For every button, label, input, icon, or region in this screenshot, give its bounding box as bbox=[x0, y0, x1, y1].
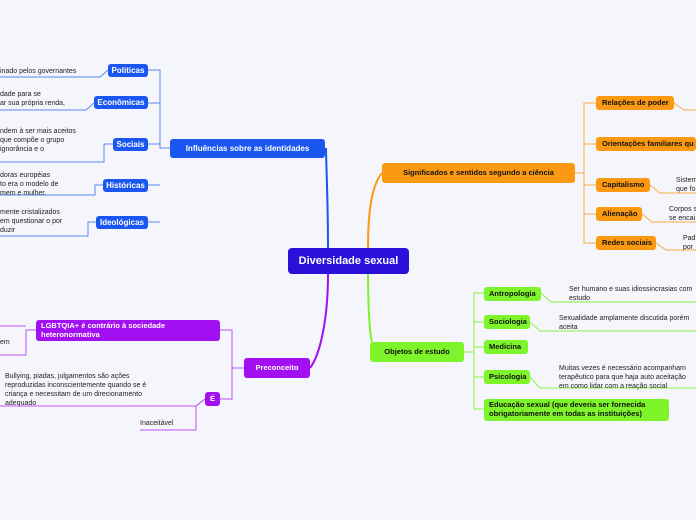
subtopic-alienacao[interactable]: Alienação bbox=[596, 207, 642, 221]
subtopic-lgbtqia[interactable]: LGBTQIA+ é contrário à sociedade heteron… bbox=[36, 320, 220, 341]
note-inaceitavel: Inaceitável bbox=[140, 420, 174, 427]
note-ideologicas: mente cristalizados em questionar o por … bbox=[0, 209, 63, 235]
subtopic-politicas[interactable]: Políticas bbox=[108, 64, 148, 77]
note-bullying: Bullying, piadas, julgamentos são ações … bbox=[5, 373, 147, 408]
subtopic-antropologia[interactable]: Antropologia bbox=[484, 287, 541, 301]
note-alienacao: Corpos s se encai bbox=[669, 206, 696, 223]
note-historicas: doras européias to era o modelo de mem e… bbox=[0, 172, 59, 198]
subtopic-orientacoes-familiares[interactable]: Orientações familiares qu bbox=[596, 137, 696, 151]
note-psicologia: Muitas vezes é necessário acompanham ter… bbox=[559, 365, 686, 391]
subtopic-e[interactable]: É bbox=[205, 392, 220, 406]
note-politicas: inado pelos governantes bbox=[0, 68, 77, 75]
note-sociologia: Sexualidade amplamente discutida porém a… bbox=[559, 315, 690, 332]
subtopic-economicas[interactable]: Econômicas bbox=[94, 96, 148, 109]
subtopic-medicina[interactable]: Medicina bbox=[484, 340, 528, 354]
subtopic-psicologia[interactable]: Psicologia bbox=[484, 370, 530, 384]
subtopic-sociologia[interactable]: Sociologia bbox=[484, 315, 530, 329]
subtopic-educacao-sexual[interactable]: Educação sexual (que deveria ser forneci… bbox=[484, 399, 669, 421]
topic-influencias[interactable]: Influências sobre as identidades bbox=[170, 139, 325, 158]
note-economicas: dade para se ar sua própria renda, bbox=[0, 91, 65, 108]
note-lgbtqia: em bbox=[0, 339, 10, 346]
subtopic-historicas[interactable]: Históricas bbox=[103, 179, 148, 192]
subtopic-redes-sociais[interactable]: Redes sociais bbox=[596, 236, 656, 250]
note-capitalismo: Sistem que fo bbox=[676, 177, 696, 194]
subtopic-ideologicas[interactable]: Ideológicas bbox=[96, 216, 148, 229]
subtopic-sociais[interactable]: Sociais bbox=[113, 138, 148, 151]
note-redes-sociais: Padr por bbox=[683, 235, 696, 252]
topic-significados[interactable]: Significados e sentidos segundo a ciênci… bbox=[382, 163, 575, 183]
note-sociais: ndem à ser mais aceitos que compõe o gru… bbox=[0, 128, 76, 154]
subtopic-capitalismo[interactable]: Capitalismo bbox=[596, 178, 650, 192]
note-antropologia: Ser humano e suas idiossincrasias com es… bbox=[569, 286, 693, 303]
central-topic[interactable]: Diversidade sexual bbox=[288, 248, 409, 274]
subtopic-relacoes-de-poder[interactable]: Relações de poder bbox=[596, 96, 674, 110]
topic-objetos-de-estudo[interactable]: Objetos de estudo bbox=[370, 342, 464, 362]
topic-preconceito[interactable]: Preconceito bbox=[244, 358, 310, 378]
